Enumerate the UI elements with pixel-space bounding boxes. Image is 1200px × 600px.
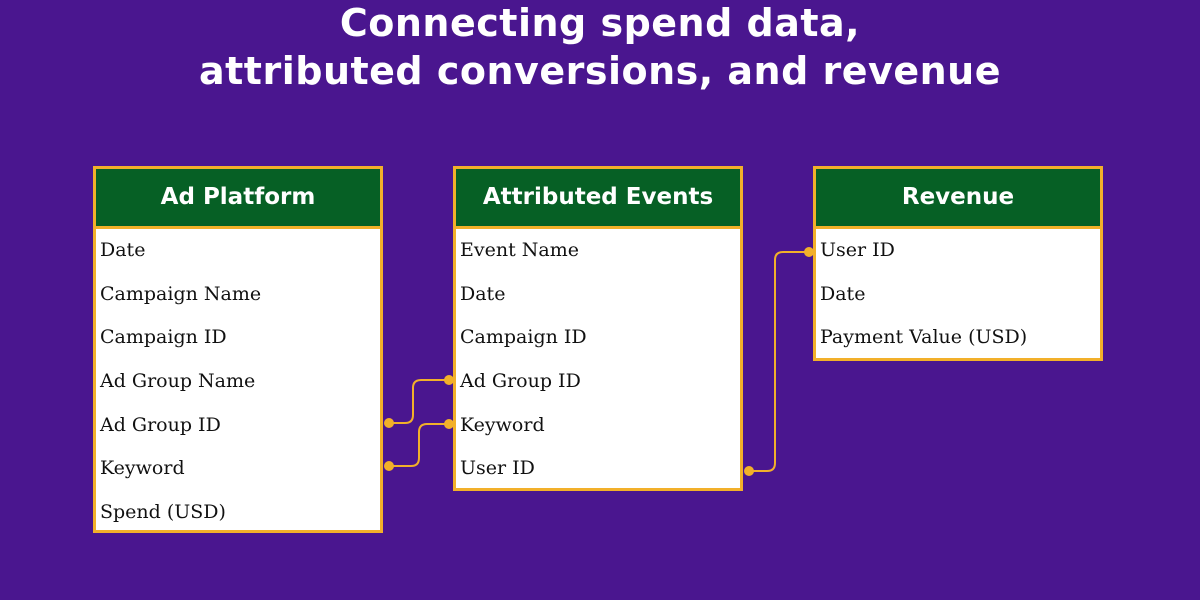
- table-revenue: Revenue User ID Date Payment Value (USD): [813, 166, 1103, 361]
- field-spend-usd: Spend (USD): [100, 501, 226, 524]
- connector-endpoint: [384, 461, 394, 471]
- connector-ad-group-id: [389, 379, 449, 424]
- field-date: Date: [820, 282, 866, 305]
- field-date: Date: [100, 239, 146, 261]
- table-header-ad-platform: Ad Platform: [96, 169, 380, 229]
- field-list-ad-platform: Date Campaign Name Campaign ID Ad Group …: [96, 229, 380, 535]
- field-campaign-id: Campaign ID: [100, 326, 227, 349]
- table-header-attributed-events: Attributed Events: [456, 169, 740, 229]
- table-ad-platform: Ad Platform Date Campaign Name Campaign …: [93, 166, 383, 533]
- connector-user-id: [749, 251, 809, 472]
- field-list-attributed-events: Event Name Date Campaign ID Ad Group ID …: [456, 229, 740, 491]
- field-event-name: Event Name: [460, 239, 579, 261]
- diagram-title-line-1: Connecting spend data,: [339, 1, 861, 45]
- field-campaign-id: Campaign ID: [460, 326, 587, 349]
- field-list-revenue: User ID Date Payment Value (USD): [816, 229, 1100, 360]
- field-keyword: Keyword: [460, 413, 545, 436]
- field-ad-group-name: Ad Group Name: [100, 370, 256, 393]
- field-user-id: User ID: [820, 239, 895, 261]
- connector-keyword: [389, 423, 449, 467]
- connector-endpoint: [384, 418, 394, 428]
- field-payment-value-usd: Payment Value (USD): [820, 326, 1028, 349]
- field-date: Date: [460, 282, 506, 305]
- field-campaign-name: Campaign Name: [100, 282, 262, 305]
- field-ad-group-id: Ad Group ID: [100, 413, 221, 436]
- field-ad-group-id: Ad Group ID: [460, 370, 581, 393]
- diagram-title-line-2: attributed conversions, and revenue: [199, 49, 1001, 93]
- table-header-revenue: Revenue: [816, 169, 1100, 229]
- field-user-id: User ID: [460, 457, 535, 480]
- table-attributed-events: Attributed Events Event Name Date Campai…: [453, 166, 743, 491]
- connector-endpoint: [744, 466, 754, 476]
- field-keyword: Keyword: [100, 457, 185, 480]
